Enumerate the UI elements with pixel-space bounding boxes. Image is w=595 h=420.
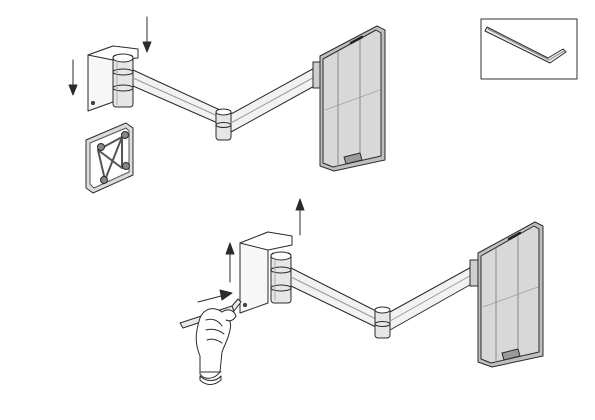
- arrow-icon: [143, 17, 151, 52]
- arrow-icon: [198, 290, 232, 302]
- tool-inset: [481, 19, 577, 79]
- wall-plate: [86, 123, 133, 193]
- elbow-joint: [216, 109, 231, 140]
- arrow-icon: [226, 243, 234, 282]
- arm-edge: [390, 273, 475, 321]
- arm-edge: [291, 277, 378, 320]
- arm-edge: [231, 75, 318, 123]
- tablet-holder: [470, 222, 543, 367]
- arrow-icon: [296, 199, 304, 235]
- hinge-cylinder: [113, 54, 133, 107]
- hinge-cylinder: [271, 252, 291, 303]
- step-1-remove-wall-plate: [69, 17, 385, 193]
- step-2-mount-arm: [180, 199, 543, 385]
- hand-icon: [180, 299, 241, 385]
- tablet-holder: [313, 26, 385, 171]
- elbow-joint: [375, 307, 390, 338]
- arrow-icon: [69, 60, 77, 95]
- arm-edge: [133, 78, 220, 117]
